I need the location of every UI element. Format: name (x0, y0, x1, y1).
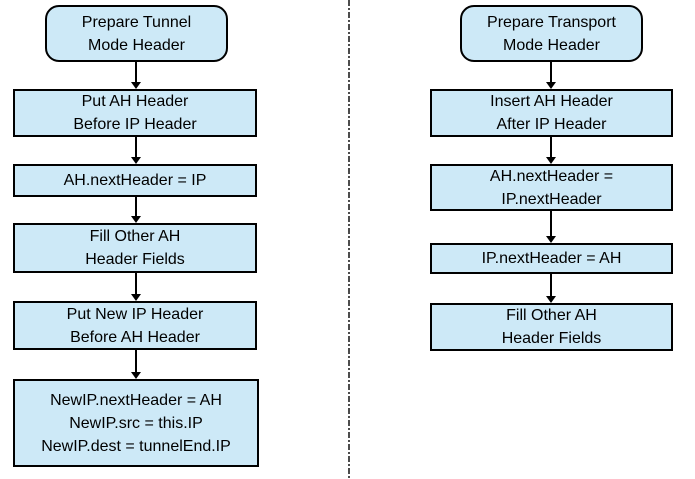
arrow-shaft (550, 274, 552, 296)
arrow-head (131, 82, 141, 89)
arrow-shaft (550, 137, 552, 157)
transport-node-ah-nextheader: AH.nextHeader = IP.nextHeader (430, 164, 673, 211)
arrow-head (546, 236, 556, 243)
arrow-head (131, 216, 141, 223)
arrow-shaft (550, 62, 552, 82)
arrow-head (131, 372, 141, 379)
tunnel-node-newip-assignments: NewIP.nextHeader = AH NewIP.src = this.I… (13, 379, 259, 467)
arrow-shaft (135, 350, 137, 372)
tunnel-node-fill-other-fields: Fill Other AH Header Fields (13, 223, 257, 273)
tunnel-node-put-ah-header: Put AH Header Before IP Header (13, 89, 257, 137)
arrow-shaft (135, 273, 137, 294)
transport-node-prepare-header: Prepare Transport Mode Header (460, 5, 643, 62)
arrow-head (131, 294, 141, 301)
transport-node-ip-nextheader: IP.nextHeader = AH (430, 243, 673, 274)
tunnel-node-ah-nextheader: AH.nextHeader = IP (13, 164, 257, 197)
arrow-head (546, 82, 556, 89)
arrow-head (546, 296, 556, 303)
tunnel-node-prepare-header: Prepare Tunnel Mode Header (45, 5, 228, 62)
arrow-shaft (135, 197, 137, 216)
column-divider (348, 0, 350, 479)
tunnel-node-put-new-ip-header: Put New IP Header Before AH Header (13, 301, 257, 350)
transport-node-fill-other-fields: Fill Other AH Header Fields (430, 303, 673, 351)
arrow-shaft (135, 137, 137, 157)
arrow-head (131, 157, 141, 164)
arrow-head (546, 157, 556, 164)
transport-node-insert-ah-header: Insert AH Header After IP Header (430, 89, 673, 137)
arrow-shaft (135, 62, 137, 82)
arrow-shaft (550, 211, 552, 236)
